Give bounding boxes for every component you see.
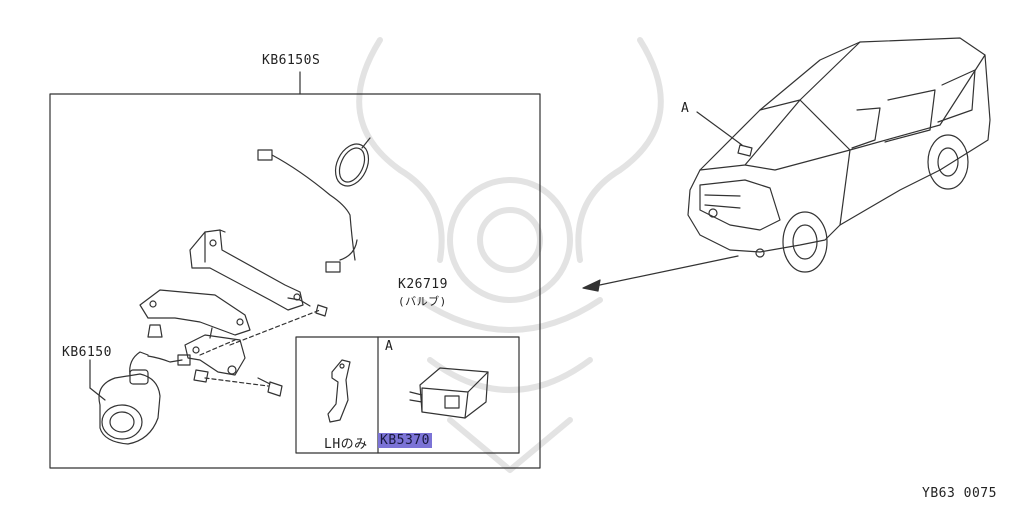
fog-lamp-icon	[89, 351, 191, 445]
watermark-emblem	[356, 37, 664, 473]
bulb-note-label: (バルブ)	[398, 295, 447, 308]
kit-part-label: KB6150S	[262, 53, 321, 68]
bulb-part-label: K26719	[398, 277, 448, 292]
location-arrow	[582, 255, 739, 292]
vehicle-marker-label: A	[681, 101, 690, 116]
lh-bracket-icon	[327, 359, 351, 423]
upper-bracket-icon	[189, 229, 304, 311]
inset-letter-label: A	[385, 339, 394, 354]
lamp-part-label: KB6150	[62, 345, 112, 360]
bolt-icons	[147, 304, 328, 397]
kit-frame	[49, 71, 541, 469]
lower-bracket-icon	[184, 327, 246, 376]
switch-part-highlight[interactable]: KB5370	[378, 433, 432, 448]
clip-ring-icon	[334, 137, 371, 187]
wire-harness-icon	[257, 149, 358, 273]
vehicle-icon	[687, 37, 991, 273]
drawing-code-label: YB63 0075	[922, 486, 997, 501]
switch-part-label: KB5370	[378, 433, 432, 448]
switch-icon	[409, 367, 489, 419]
assembly-guide-lines	[199, 309, 321, 387]
lh-only-label: LHのみ	[324, 437, 368, 452]
mounting-bracket-icon	[139, 289, 311, 336]
